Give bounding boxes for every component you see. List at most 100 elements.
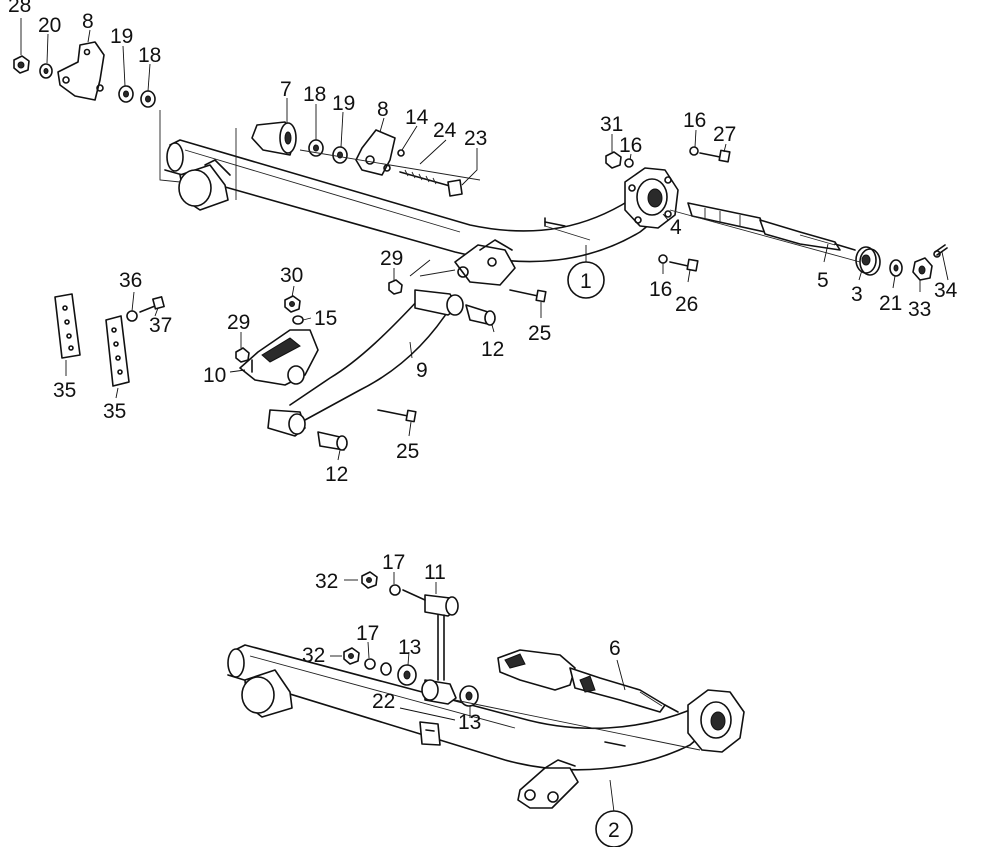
cotter-pin-34 (933, 244, 948, 258)
label-17-lower: 17 (356, 622, 379, 645)
washer-19-mid (332, 146, 348, 164)
bushing-7 (251, 121, 297, 156)
washer-19-left (118, 85, 134, 103)
label-12-lower: 12 (325, 463, 348, 486)
label-25-upper: 25 (528, 322, 551, 345)
shock-absorber-6 (497, 649, 679, 713)
label-28: 28 (8, 0, 31, 17)
label-34: 34 (934, 279, 958, 302)
trailing-arm-9 (267, 289, 464, 437)
label-20: 20 (38, 14, 61, 37)
label-4: 4 (670, 216, 682, 239)
label-35-right: 35 (103, 400, 126, 423)
label-5: 5 (817, 269, 829, 292)
label-22: 22 (372, 690, 395, 713)
castle-nut-33 (912, 257, 933, 281)
nut-29-right (388, 279, 403, 295)
label-3: 3 (851, 283, 863, 306)
washer-15 (292, 315, 304, 325)
label-24: 24 (433, 119, 457, 142)
washer-22 (380, 662, 392, 676)
washer-17-upper (389, 584, 401, 596)
label-25-lower: 25 (396, 440, 419, 463)
nut-32-lower (343, 647, 360, 665)
label-8-mid: 8 (377, 98, 389, 121)
leader-lines-top (20, 18, 949, 461)
label-10: 10 (203, 364, 226, 387)
label-35-left: 35 (53, 379, 76, 402)
washer-18-left (140, 90, 156, 108)
assembly-callout-1 (567, 261, 605, 299)
bushing-12-lower (317, 431, 348, 451)
plate-35-right (105, 315, 130, 387)
label-36: 36 (119, 269, 142, 292)
plate-35-left (54, 293, 81, 359)
bolt-25-upper (509, 289, 547, 303)
axle-tube-1 (164, 139, 656, 286)
label-21: 21 (879, 292, 902, 315)
label-13-upper: 13 (398, 636, 421, 659)
bolt-26 (658, 254, 699, 272)
label-18-left: 18 (138, 44, 161, 67)
flange-plate-bottom (687, 689, 745, 753)
label-32-lower: 32 (302, 644, 325, 667)
nut-32-upper (361, 571, 378, 589)
label-23: 23 (464, 127, 487, 150)
label-29-right: 29 (380, 247, 403, 270)
label-30: 30 (280, 264, 303, 287)
bolt-23 (397, 149, 463, 197)
label-27: 27 (713, 123, 736, 146)
leader-lines-bottom (330, 572, 626, 813)
label-37: 37 (149, 314, 172, 337)
label-13-lower: 13 (458, 711, 481, 734)
bolt-27 (689, 146, 731, 163)
mount-bracket-10 (239, 329, 319, 386)
label-33: 33 (908, 298, 931, 321)
label-14: 14 (405, 106, 429, 129)
label-8-left: 8 (82, 10, 94, 33)
label-2: 2 (608, 819, 620, 842)
label-16-b: 16 (683, 109, 706, 132)
label-1: 1 (580, 270, 592, 293)
nut-31 (605, 151, 634, 169)
bolt-25-lower (377, 409, 417, 423)
link-rod-11 (402, 589, 459, 705)
flange-plate-4 (624, 167, 679, 229)
bushing-13-upper (397, 664, 417, 686)
nut-28 (13, 55, 30, 74)
assembly-callout-2 (595, 810, 633, 847)
bracket-8-mid (355, 129, 396, 176)
half-shaft-5 (687, 202, 856, 251)
label-19-mid: 19 (332, 92, 355, 115)
callout-labels: 28 20 8 19 18 7 18 19 8 14 24 23 31 16 1… (8, 0, 958, 842)
label-15: 15 (314, 307, 337, 330)
nut-29-left (235, 347, 250, 363)
label-16-c: 16 (649, 278, 672, 301)
bolt-37 (139, 296, 165, 313)
rear-axle-assembly-2 (227, 571, 745, 847)
bushing-13-lower (459, 685, 479, 707)
washer-20 (39, 63, 53, 79)
label-29-left: 29 (227, 311, 250, 334)
axle-tube-2 (227, 644, 706, 809)
label-26: 26 (675, 293, 698, 316)
bushing-12-upper (465, 304, 496, 326)
bracket-8-left (57, 41, 105, 101)
label-6: 6 (609, 637, 621, 660)
label-16-a: 16 (619, 134, 642, 157)
label-12-upper: 12 (481, 338, 504, 361)
label-19-left: 19 (110, 25, 133, 48)
label-32-upper: 32 (315, 570, 338, 593)
rear-axle-assembly-1 (13, 18, 949, 461)
washer-36 (126, 310, 138, 322)
label-11: 11 (424, 561, 446, 584)
label-18-mid: 18 (303, 83, 326, 106)
label-17-upper: 17 (382, 551, 405, 574)
washer-17-lower (364, 658, 376, 670)
hub-nut-3 (855, 246, 881, 276)
label-31: 31 (600, 113, 623, 136)
label-7: 7 (280, 78, 292, 101)
washer-21 (889, 259, 903, 277)
nut-30 (284, 295, 301, 313)
